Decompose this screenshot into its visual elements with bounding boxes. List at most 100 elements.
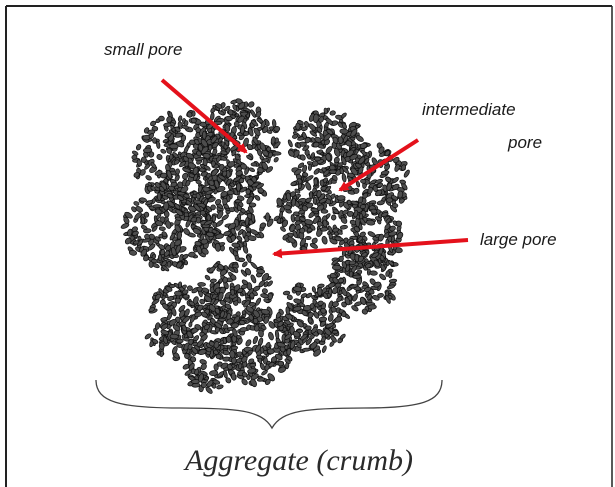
soil-particle — [159, 343, 164, 350]
soil-particle — [347, 211, 354, 217]
soil-particle — [231, 346, 237, 350]
soil-particle — [211, 161, 215, 167]
soil-particle — [227, 190, 234, 195]
soil-particle — [352, 293, 359, 302]
soil-particle — [260, 293, 269, 299]
soil-particle — [198, 282, 206, 286]
soil-particle — [159, 227, 165, 231]
soil-particle — [154, 322, 160, 330]
small-pore-label: small pore — [104, 40, 182, 59]
soil-particle — [133, 201, 139, 206]
soil-particle — [314, 157, 320, 161]
soil-particle — [290, 181, 297, 187]
soil-particle — [341, 173, 346, 182]
soil-particle — [188, 252, 195, 258]
soil-particle — [367, 186, 374, 194]
soil-particle — [163, 202, 169, 210]
soil-particle — [355, 134, 364, 142]
soil-particle — [250, 363, 256, 367]
soil-particle — [305, 326, 311, 331]
soil-particle — [245, 339, 252, 347]
soil-particle — [247, 127, 254, 136]
soil-particle — [317, 287, 322, 295]
soil-particle — [293, 286, 302, 292]
soil-particle — [145, 174, 152, 181]
soil-particle — [165, 220, 172, 229]
soil-particle — [135, 205, 144, 213]
soil-particle — [274, 126, 280, 132]
soil-particle — [371, 209, 378, 214]
soil-particle — [210, 278, 217, 283]
soil-particle — [394, 164, 401, 172]
soil-particle — [236, 183, 240, 191]
soil-particle — [251, 163, 257, 167]
soil-particle — [152, 137, 156, 143]
soil-particle — [144, 212, 149, 217]
soil-particle — [312, 286, 316, 292]
soil-particle — [204, 274, 211, 280]
soil-particle — [313, 197, 317, 204]
soil-particle — [178, 282, 182, 288]
soil-particle — [241, 284, 248, 290]
intermediate-pore-label-line2: pore — [507, 133, 542, 152]
soil-particle — [156, 141, 161, 149]
soil-particle — [141, 224, 148, 230]
soil-particle — [319, 317, 327, 322]
soil-particle — [163, 122, 171, 127]
soil-particle — [135, 144, 141, 151]
soil-particle — [197, 287, 203, 292]
soil-particle — [399, 180, 406, 185]
soil-particle — [268, 332, 275, 341]
intermediate-pore-label-line1: intermediate — [422, 100, 516, 119]
soil-particle — [164, 210, 170, 217]
soil-particle — [308, 164, 312, 171]
soil-particle — [321, 336, 327, 342]
soil-particle — [170, 144, 179, 149]
soil-particle — [314, 178, 318, 185]
soil-particle — [272, 151, 281, 155]
soil-particle — [183, 294, 189, 298]
soil-particle — [234, 121, 239, 126]
soil-particle — [271, 137, 276, 145]
soil-particle — [234, 255, 240, 261]
soil-particle — [267, 349, 274, 355]
soil-particle — [340, 225, 348, 230]
soil-particle — [355, 218, 360, 227]
soil-particle — [170, 334, 179, 339]
soil-particle — [250, 274, 257, 283]
soil-particle — [362, 198, 366, 204]
soil-particle — [258, 330, 264, 337]
soil-particle — [360, 142, 368, 149]
soil-particle — [321, 236, 328, 245]
soil-particle — [321, 345, 327, 353]
soil-particle — [360, 150, 367, 157]
soil-particle — [320, 180, 325, 187]
soil-particle — [196, 217, 201, 223]
soil-particle — [247, 101, 255, 109]
soil-particle — [368, 305, 377, 310]
soil-particle — [245, 102, 248, 108]
soil-particle — [184, 353, 190, 359]
soil-particle — [215, 243, 221, 252]
soil-particle — [167, 261, 171, 267]
soil-particle — [238, 363, 242, 369]
soil-particle — [160, 148, 166, 154]
soil-particle — [240, 112, 248, 116]
soil-particle — [266, 213, 270, 222]
soil-particle — [232, 104, 238, 111]
soil-particle — [367, 231, 376, 238]
soil-particle — [381, 170, 390, 175]
soil-particle — [332, 265, 341, 270]
soil-particle — [226, 336, 232, 343]
soil-particle — [252, 336, 258, 345]
soil-particle — [248, 167, 255, 172]
soil-particle — [256, 355, 263, 359]
soil-particle — [387, 284, 395, 290]
soil-particle — [200, 211, 205, 216]
soil-particle — [360, 179, 366, 184]
soil-particle — [157, 192, 161, 200]
soil-particle — [250, 261, 258, 269]
soil-particle — [129, 250, 137, 256]
aggregate-brace — [96, 380, 442, 428]
soil-particle — [392, 204, 397, 208]
